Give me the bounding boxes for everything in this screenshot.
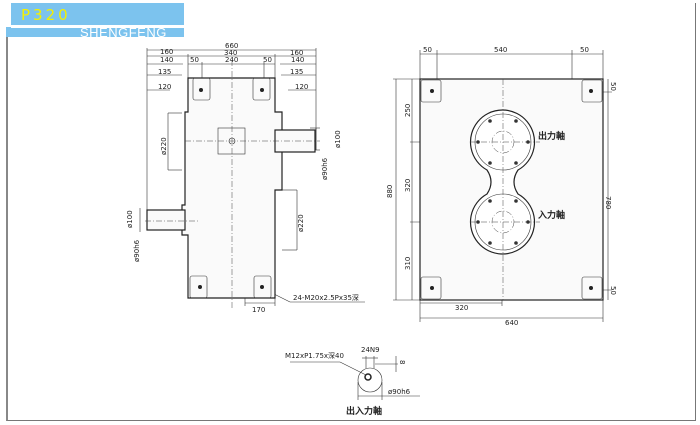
model-title: P320: [21, 6, 71, 24]
input-shaft-label: 入力軸: [537, 209, 565, 221]
dimension-label: M12xP1.75x深40: [285, 351, 344, 360]
dimension-label: 320: [404, 179, 412, 192]
dimension-label: ø90h6: [321, 157, 329, 180]
dimension-label: 50: [580, 46, 589, 54]
dimension-label: 250: [404, 104, 412, 117]
dimension-label: 880: [386, 185, 394, 198]
dimension-label: 8: [398, 360, 406, 364]
dimension-label: 170: [252, 306, 265, 314]
front-view: 660 160 340 160 140 50 240 50 140 135 13…: [126, 42, 365, 314]
brand-name: SHENGFENG: [80, 25, 167, 40]
dimension-label: 640: [505, 319, 518, 327]
dimension-label: 780: [604, 196, 612, 209]
dimension-label: 135: [290, 68, 303, 76]
shaft-detail: M12xP1.75x深40 24N9 8 ø90h6 出入力軸: [285, 346, 420, 417]
dimension-label: 50: [423, 46, 432, 54]
shaft-caption: 出入力軸: [346, 405, 382, 417]
output-shaft-label: 出力軸: [538, 130, 565, 142]
dimension-label: 140: [160, 56, 173, 64]
header-band: P320 SHENGFENG: [6, 3, 184, 40]
dimension-label: ø90h6: [388, 388, 411, 396]
dimension-label: 50: [609, 82, 617, 91]
dimension-label: ø220: [297, 214, 305, 232]
dimension-label: 340: [224, 49, 237, 57]
dimension-label: ø220: [160, 137, 168, 155]
dimension-label: 120: [295, 83, 308, 91]
dimension-label: 660: [225, 42, 238, 50]
dimension-label: 120: [158, 83, 171, 91]
dimension-label: 320: [455, 304, 468, 312]
dimension-label: 50: [609, 286, 617, 295]
dimension-label: 24-M20x2.5Px35深: [293, 293, 359, 302]
dimension-label: 310: [404, 257, 412, 270]
dimension-label: ø100: [126, 210, 134, 228]
dimension-label: 160: [290, 49, 303, 57]
sheet-frame: [6, 3, 696, 421]
dimension-label: 24N9: [361, 346, 380, 354]
dimension-label: 240: [225, 56, 238, 64]
top-view: 50 540 50 880 250 320 310 780 50 50 320 …: [386, 46, 617, 327]
dimension-label: 140: [291, 56, 304, 64]
dimension-label: ø90h6: [133, 239, 141, 262]
dimension-label: 50: [190, 56, 199, 64]
dimension-label: 50: [263, 56, 272, 64]
dimension-label: 135: [158, 68, 171, 76]
dimension-label: 540: [494, 46, 507, 54]
dimension-label: ø100: [334, 130, 342, 148]
dimension-label: 160: [160, 48, 173, 56]
